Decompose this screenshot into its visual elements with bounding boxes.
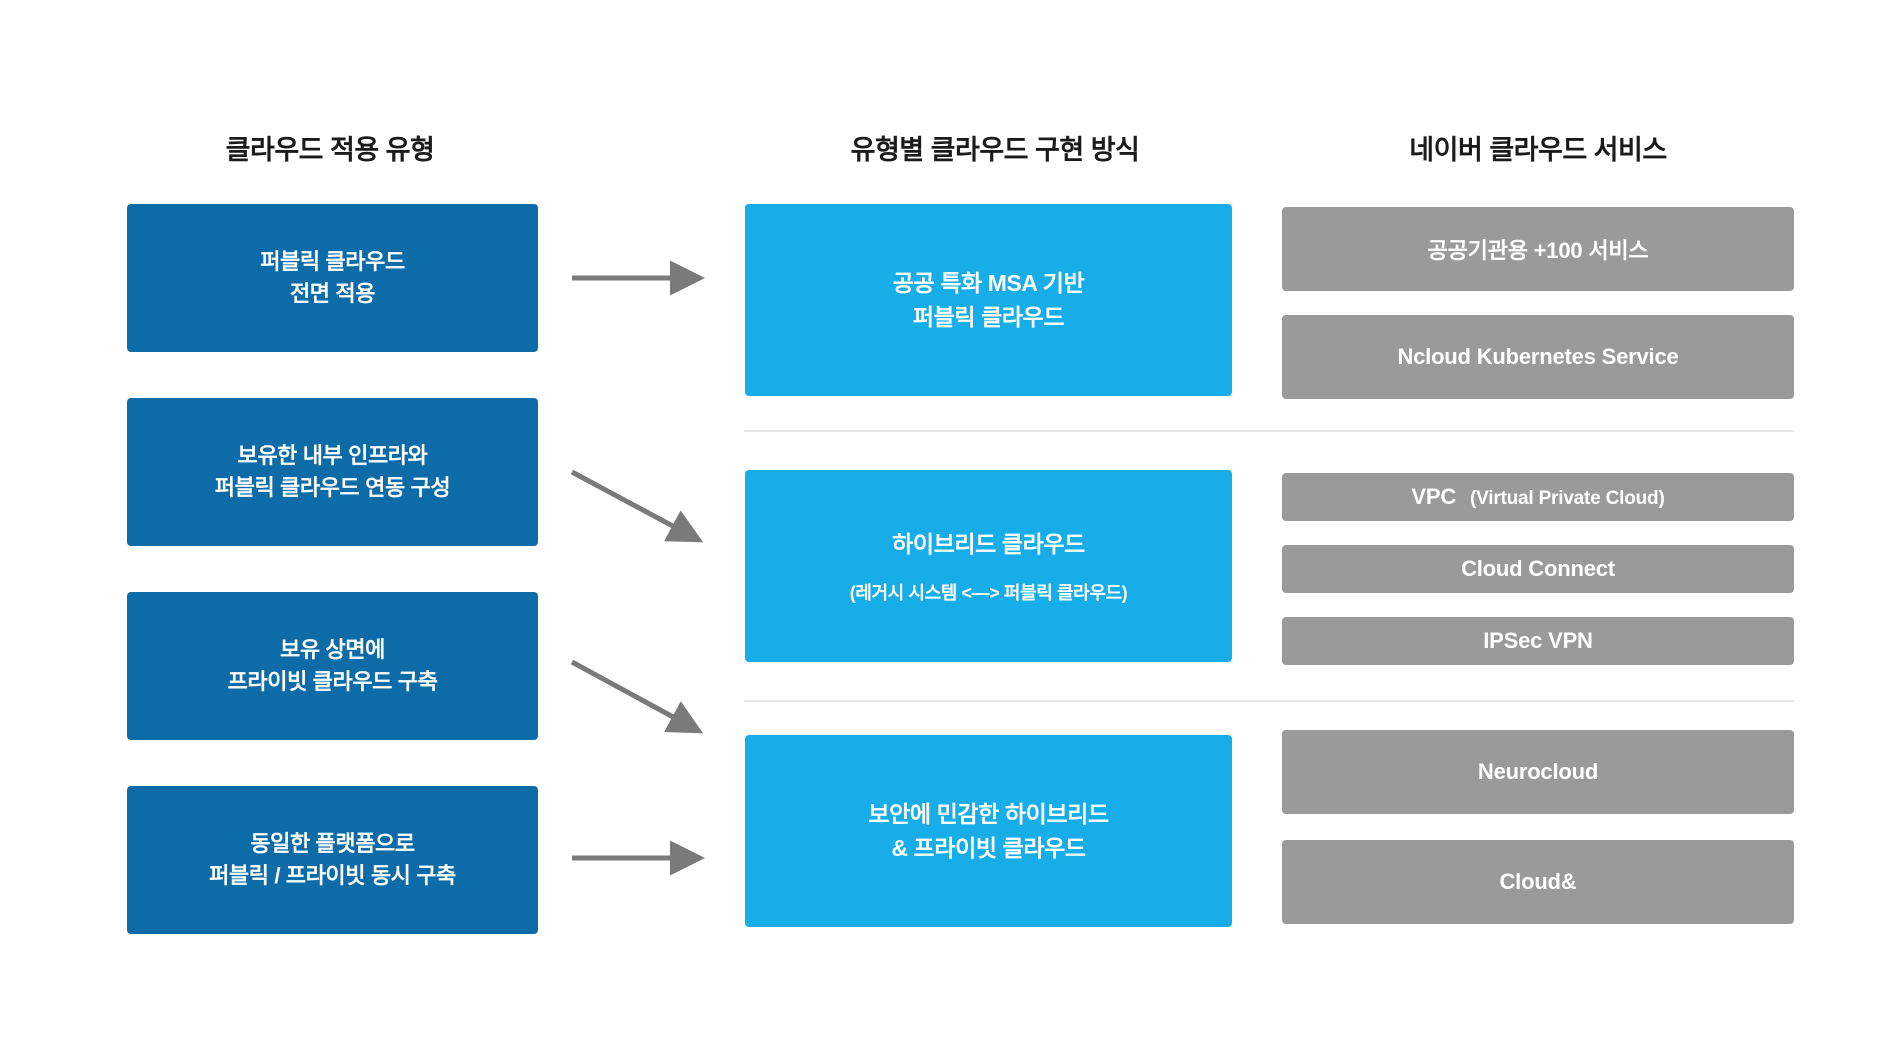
service-box-label: Cloud Connect (1461, 556, 1615, 582)
service-box-label-text: Cloud Connect (1461, 556, 1615, 581)
service-box-cloud-and[interactable]: Cloud& (1282, 840, 1794, 924)
method-box-line-1: 보안에 민감한 하이브리드 (868, 800, 1109, 827)
service-box-public-100-services[interactable]: 공공기관용 +100 서비스 (1282, 207, 1794, 291)
method-box-line-1: 하이브리드 클라우드 (892, 530, 1085, 557)
column-heading-types: 클라우드 적용 유형 (225, 135, 435, 165)
service-box-label-text: VPC (1411, 484, 1457, 509)
method-box-secure-hybrid-private[interactable]: 보안에 민감한 하이브리드 & 프라이빗 클라우드 (745, 735, 1232, 927)
method-box-hybrid-cloud[interactable]: 하이브리드 클라우드 (레거시 시스템 <—> 퍼블릭 클라우드) (745, 470, 1232, 662)
type-box-line-1: 퍼블릭 클라우드 (260, 249, 405, 275)
service-box-label: VPC (Virtual Private Cloud) (1411, 484, 1664, 510)
method-box-msa-public-cloud[interactable]: 공공 특화 MSA 기반 퍼블릭 클라우드 (745, 204, 1232, 396)
service-box-ipsec-vpn[interactable]: IPSec VPN (1282, 617, 1794, 665)
type-box-public-cloud[interactable]: 퍼블릭 클라우드 전면 적용 (127, 204, 538, 352)
type-box-private-cloud[interactable]: 보유 상면에 프라이빗 클라우드 구축 (127, 592, 538, 740)
service-box-ncloud-kubernetes[interactable]: Ncloud Kubernetes Service (1282, 315, 1794, 399)
type-box-line-1: 동일한 플랫폼으로 (250, 831, 415, 857)
type-box-line-1: 보유한 내부 인프라와 (237, 443, 428, 469)
method-box-line-2: 퍼블릭 클라우드 (912, 304, 1065, 330)
type-box-line-2: 전면 적용 (289, 281, 376, 306)
service-box-label-text: Ncloud Kubernetes Service (1397, 344, 1679, 369)
type-box-line-2: 퍼블릭 클라우드 연동 구성 (214, 475, 451, 500)
column-heading-service: 네이버 클라우드 서비스 (1409, 135, 1667, 165)
arrow-type1-to-method1 (570, 469, 704, 543)
section-divider-1 (744, 430, 1794, 432)
service-box-label-paren: (Virtual Private Cloud) (1469, 488, 1665, 509)
type-box-line-2: 프라이빗 클라우드 구축 (227, 669, 438, 694)
service-box-label: Neurocloud (1478, 759, 1598, 785)
service-box-label-text: Cloud& (1499, 869, 1577, 894)
type-box-line-1: 보유 상면에 (280, 637, 385, 663)
service-box-vpc[interactable]: VPC (Virtual Private Cloud) (1282, 473, 1794, 521)
arrow-type2-to-method2 (570, 659, 704, 734)
service-box-label: IPSec VPN (1483, 628, 1593, 654)
type-box-same-platform[interactable]: 동일한 플랫폼으로 퍼블릭 / 프라이빗 동시 구축 (127, 786, 538, 934)
service-box-label-text: 공공기관용 +100 서비스 (1427, 238, 1649, 263)
service-box-cloud-connect[interactable]: Cloud Connect (1282, 545, 1794, 593)
method-box-line-1: 공공 특화 MSA 기반 (892, 269, 1085, 296)
service-box-label: Cloud& (1499, 869, 1576, 895)
service-box-label: 공공기관용 +100 서비스 (1428, 233, 1649, 265)
column-heading-method: 유형별 클라우드 구현 방식 (850, 135, 1140, 165)
type-box-line-2: 퍼블릭 / 프라이빗 동시 구축 (209, 863, 456, 888)
service-box-neurocloud[interactable]: Neurocloud (1282, 730, 1794, 814)
type-box-internal-infra[interactable]: 보유한 내부 인프라와 퍼블릭 클라우드 연동 구성 (127, 398, 538, 546)
service-box-label-text: IPSec VPN (1483, 628, 1593, 653)
method-box-line-2: & 프라이빗 클라우드 (891, 835, 1086, 861)
method-box-subtitle: (레거시 시스템 <—> 퍼블릭 클라우드) (849, 583, 1128, 604)
service-box-label: Ncloud Kubernetes Service (1397, 344, 1678, 370)
service-box-label-text: Neurocloud (1477, 759, 1599, 784)
section-divider-2 (744, 700, 1794, 702)
